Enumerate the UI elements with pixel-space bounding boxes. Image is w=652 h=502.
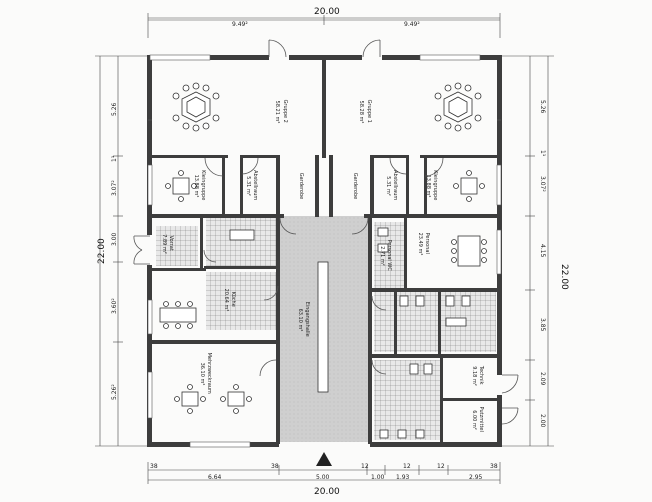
bottom-dim-3: 1.00 — [371, 474, 385, 481]
personal-wc-area: 2.71 m² — [379, 246, 385, 266]
bottom-tick-6: 38 — [490, 463, 498, 470]
right-dim-4: 4.15 — [539, 244, 546, 258]
gruppe1-name: Gruppe 1 — [366, 100, 372, 123]
gruppe1-area: 58.28 m² — [358, 101, 364, 124]
abstellraum-left-area: 5.31 m² — [245, 176, 251, 196]
svg-text:Gruppe 2 58.21 m²: Gruppe 2 58.21 m² — [274, 100, 288, 125]
vorrat-tile — [156, 226, 198, 266]
right-dim-2: 1¹ — [539, 150, 546, 157]
gruppe2-area: 58.21 m² — [274, 101, 280, 124]
bottom-tick-1: 38 — [150, 463, 158, 470]
interior-walls — [150, 58, 498, 444]
bottom-tick-4: 12 — [403, 463, 411, 470]
svg-text:Kleingruppe 13.88 m²: Kleingruppe 13.88 m² — [425, 170, 438, 202]
putzmittel-area: 6.00 m² — [471, 410, 477, 430]
abstellraum-right-area: 5.31 m² — [385, 176, 391, 196]
right-dim-5: 3.85 — [539, 318, 546, 332]
svg-text:Vorrat 7.89 m²: Vorrat 7.89 m² — [161, 234, 174, 254]
svg-text:Personal 23.49 m²: Personal 23.49 m² — [417, 233, 430, 256]
bottom-tick-2: 38 — [271, 463, 279, 470]
right-dim-6: 2.09 — [539, 372, 546, 386]
sanitary-fixtures — [229, 227, 471, 439]
abstellraum-left-name: Abstellraum — [252, 170, 258, 200]
vorrat-area: 7.89 m² — [161, 234, 167, 254]
garderobe-left-label: Garderobe — [298, 173, 304, 199]
wc-group-tile — [374, 292, 496, 352]
technik-name: Technik — [478, 365, 484, 385]
right-dim-7: 2.00 — [539, 414, 546, 428]
mehrzweckraum-name: Mehrzweckraum — [206, 353, 212, 394]
right-total-dim: 22.00 — [559, 264, 569, 290]
multipurpose-tables — [174, 384, 252, 414]
personal-name: Personal — [424, 233, 430, 254]
left-total-dim: 22.00 — [97, 238, 107, 264]
bottom-dim-2: 5.00 — [316, 474, 330, 481]
top-total-dim: 20.00 — [314, 7, 340, 17]
svg-text:Mehrzweckraum 36.10 m²: Mehrzweckraum 36.10 m² — [199, 353, 212, 396]
kleingruppe-right-table — [453, 170, 485, 202]
right-dim-3: 3.07² — [539, 176, 546, 192]
svg-text:Abstellraum 5.31 m²: Abstellraum 5.31 m² — [245, 170, 258, 202]
top-left-dim: 9.49² — [232, 21, 248, 28]
bottom-dim-4: 1.93 — [396, 474, 410, 481]
technik-area: 9.18 m² — [471, 366, 477, 386]
garderobe-right-label: Garderobe — [352, 173, 358, 199]
windows — [147, 54, 502, 448]
hall-bench — [317, 261, 329, 393]
kitchen-tile-lower — [206, 300, 278, 330]
dimension-top: 20.00 9.49² 9.49² — [147, 7, 501, 38]
kleingruppe-left-table — [165, 170, 197, 202]
group2-round-table — [172, 82, 220, 132]
kueche-name: Küche — [230, 292, 236, 307]
dimension-bottom: 20.00 6.64 5.00 1.00 1.93 2.95 38 38 12 … — [147, 462, 501, 497]
eingangshalle-area: 63.10 m² — [297, 309, 303, 332]
doors — [133, 39, 519, 425]
svg-text:Gruppe 1 58.28 m²: Gruppe 1 58.28 m² — [358, 100, 372, 125]
svg-text:Personal WC 2.71 m²: Personal WC 2.71 m² — [379, 240, 392, 273]
left-dim-4: 3.00 — [111, 232, 118, 246]
svg-text:Kleingruppe 13.88 m²: Kleingruppe 13.88 m² — [193, 170, 206, 202]
entrance-arrow-icon — [316, 452, 332, 466]
svg-text:Technik 9.18 m²: Technik 9.18 m² — [471, 365, 484, 386]
bottom-dim-5: 2.95 — [469, 474, 483, 481]
kleingruppe-left-name: Kleingruppe — [200, 170, 206, 200]
mehrzweckraum-area: 36.10 m² — [199, 363, 205, 386]
kitchen-table — [159, 301, 197, 329]
left-dim-5: 3.60² — [111, 298, 118, 314]
left-dim-2: 1¹ — [111, 155, 118, 162]
dimension-left: 22.00 5.26 1¹ 3.07² 3.00 3.60² 5.26² — [95, 55, 148, 447]
personal-table — [451, 235, 487, 267]
room-labels: Gruppe 2 58.21 m² Gruppe 1 58.28 m² Gard… — [161, 100, 484, 434]
bottom-tick-3: 12 — [361, 463, 369, 470]
kleingruppe-left-area: 13.88 m² — [193, 175, 199, 198]
top-right-dim: 9.49² — [404, 21, 420, 28]
svg-text:Putzmittel 6.00 m²: Putzmittel 6.00 m² — [471, 407, 484, 434]
bottom-tick-5: 12 — [437, 463, 445, 470]
svg-text:Abstellraum 5.31 m²: Abstellraum 5.31 m² — [385, 170, 398, 202]
putzmittel-name: Putzmittel — [478, 407, 484, 432]
storage-tile — [206, 216, 278, 266]
svg-text:Eingangshalle 63.10 m²: Eingangshalle 63.10 m² — [297, 302, 310, 339]
svg-text:Küche 20.64 m²: Küche 20.64 m² — [223, 289, 236, 312]
vorrat-name: Vorrat — [168, 236, 174, 251]
abstellraum-right-name: Abstellraum — [392, 170, 398, 200]
bottom-total-dim: 20.00 — [314, 487, 340, 497]
bottom-dim-1: 6.64 — [208, 474, 222, 481]
left-dim-6: 5.26² — [111, 384, 118, 400]
group1-round-table — [434, 82, 482, 132]
right-dim-1: 5.26 — [539, 100, 546, 114]
personal-area: 23.49 m² — [417, 233, 423, 256]
kueche-area: 20.64 m² — [223, 289, 229, 312]
eingangshalle-name: Eingangshalle — [304, 302, 310, 337]
kleingruppe-right-name: Kleingruppe — [432, 170, 438, 200]
dimension-right: 22.00 5.26 1¹ 3.07² 4.15 3.85 2.09 2.00 — [500, 55, 569, 447]
gruppe2-name: Gruppe 2 — [282, 100, 288, 123]
left-dim-3: 3.07² — [111, 180, 118, 196]
kleingruppe-right-area: 13.88 m² — [425, 175, 431, 198]
personal-wc-name: Personal WC — [386, 240, 392, 272]
left-dim-1: 5.26 — [111, 102, 118, 116]
